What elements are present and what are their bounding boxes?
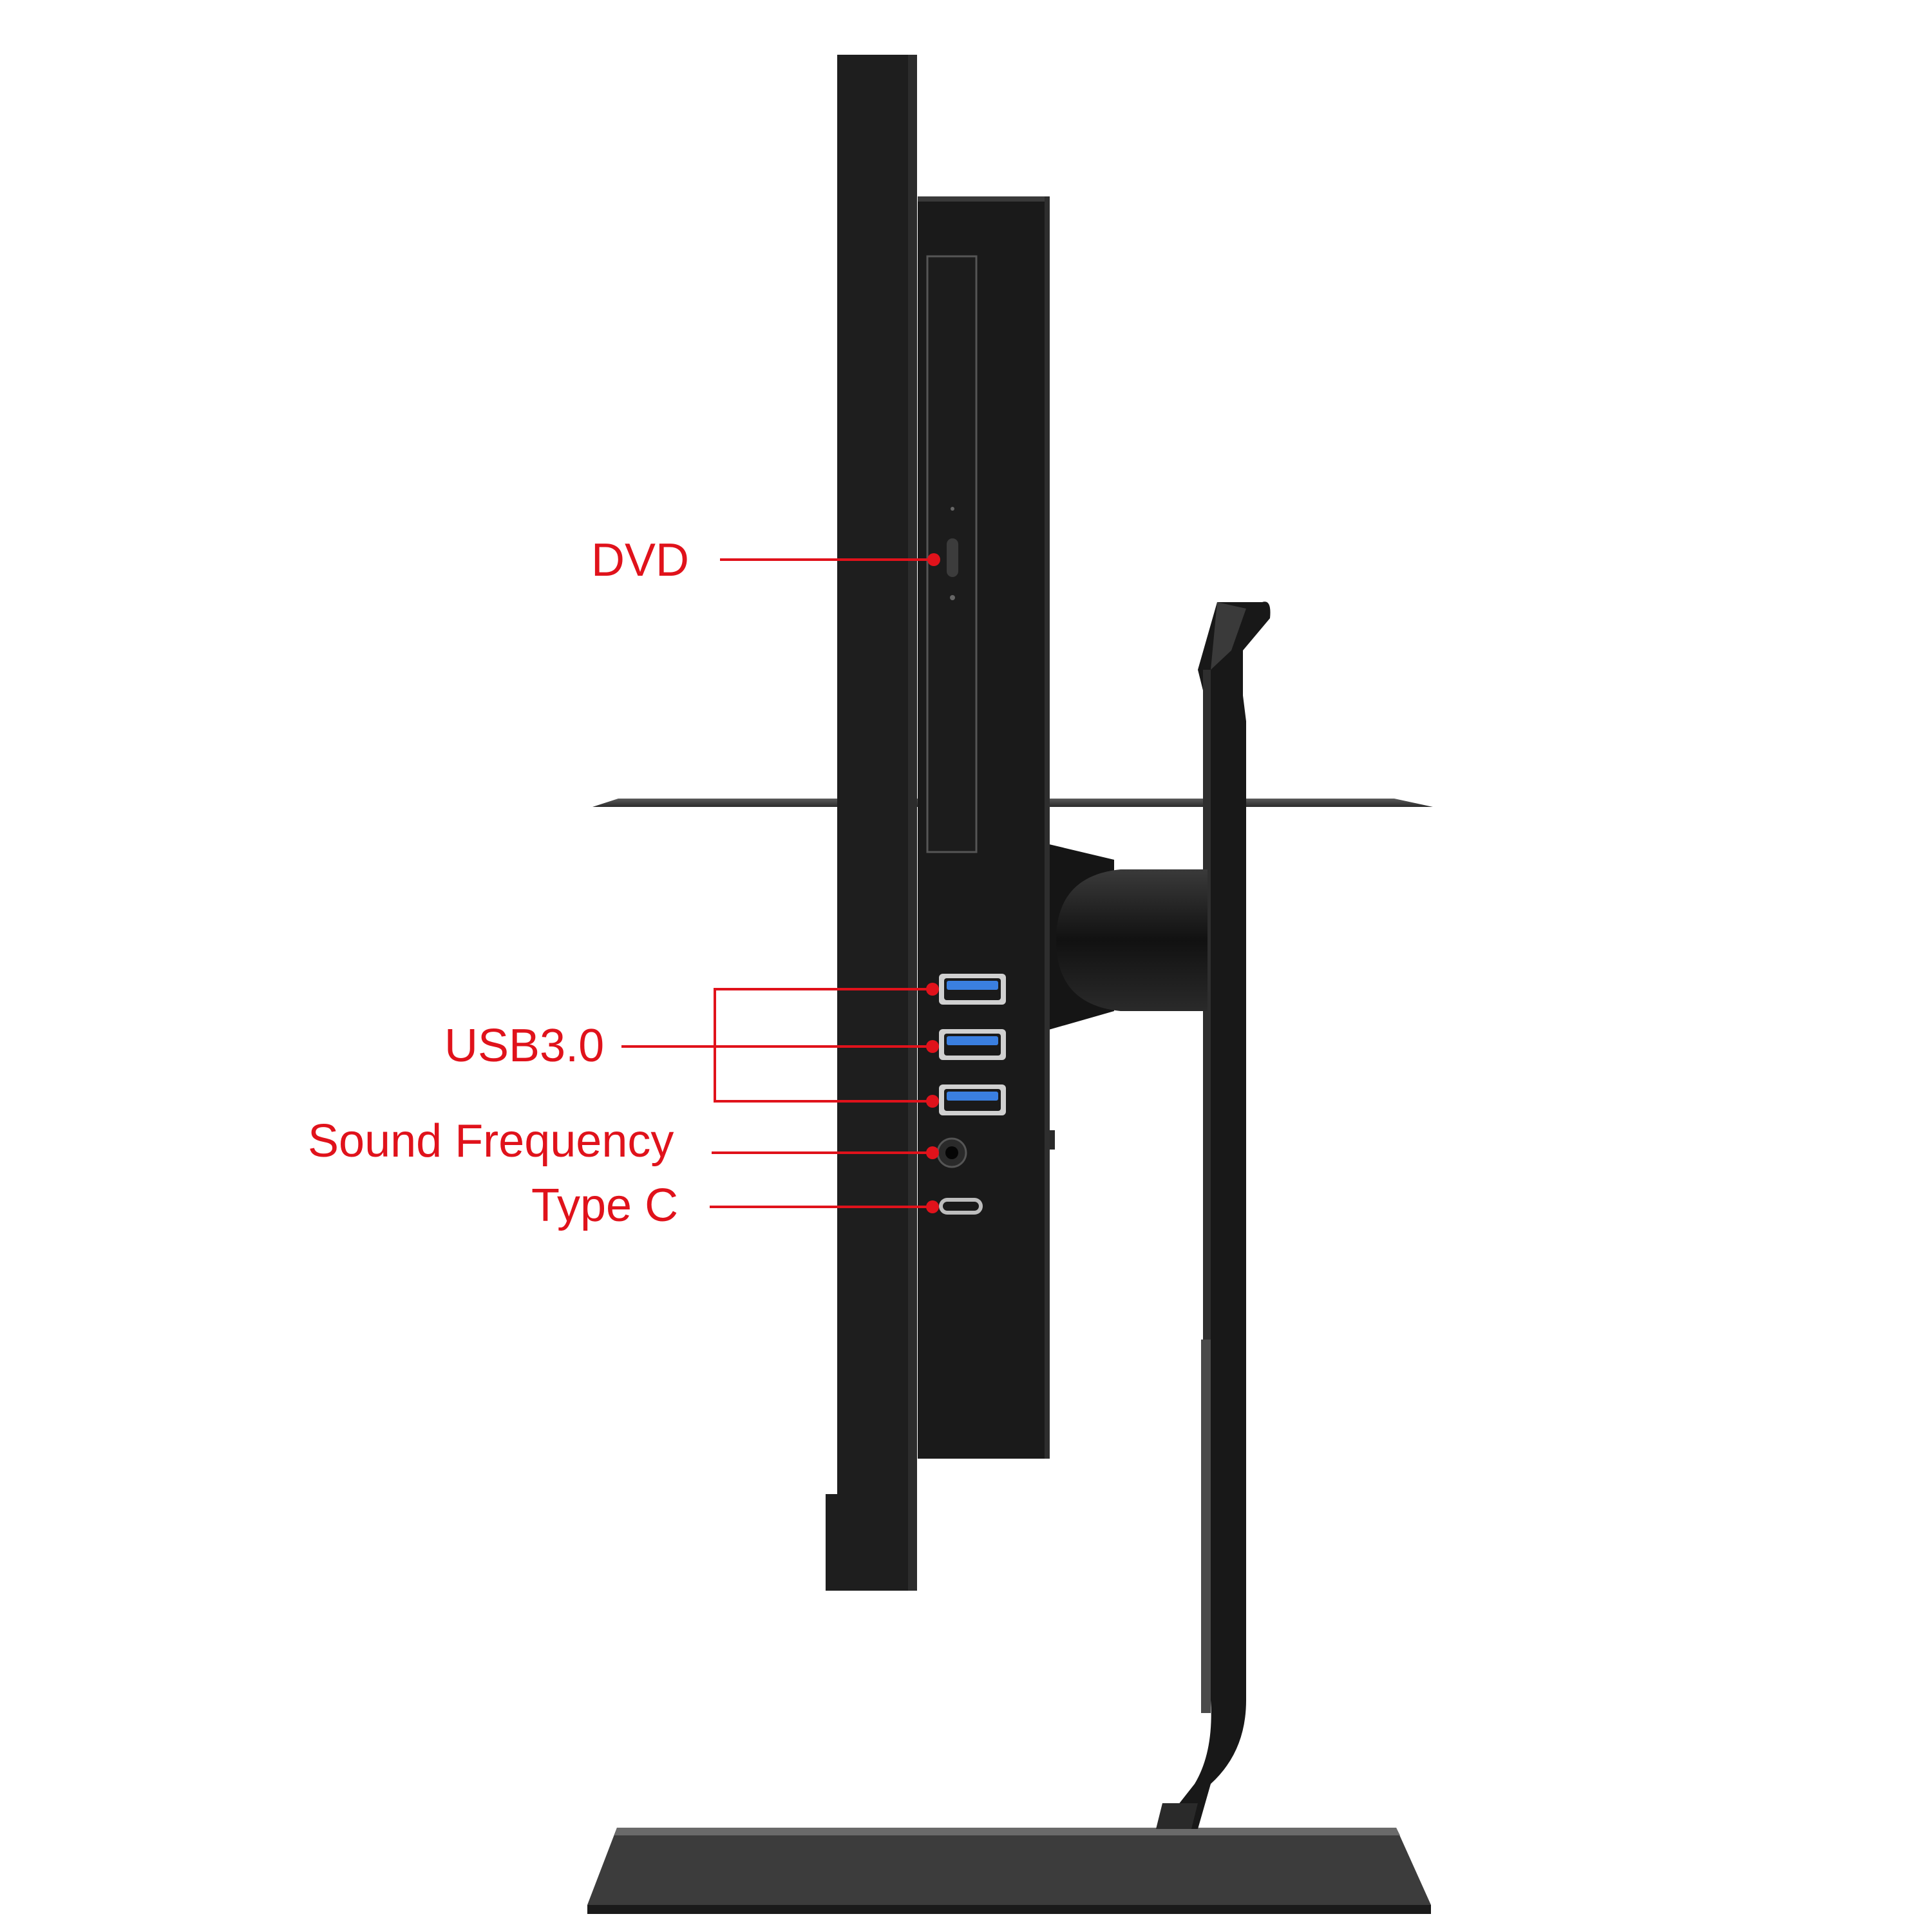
usb-port-3 [939,1084,1006,1115]
usb-port-2 [939,1029,1006,1060]
callout-label-usb: USB3.0 [444,1020,605,1072]
stand-neck [1156,601,1271,1830]
monitor-bezel [826,55,917,1591]
stand-base [587,799,1433,1914]
callout-lines [621,558,934,1208]
usb-port-1 [939,974,1006,1005]
usb-port-group [939,974,1006,1115]
side-nub [1050,1130,1055,1150]
callout-label-typec: Type C [531,1180,679,1231]
callout-dots [926,553,940,1213]
audio-jack [936,1137,967,1168]
callout-label-dvd: DVD [591,535,690,586]
typec-port [939,1198,983,1215]
hinge [1046,844,1208,1030]
callout-label-sound-frequency: Sound Frequency [308,1115,674,1167]
